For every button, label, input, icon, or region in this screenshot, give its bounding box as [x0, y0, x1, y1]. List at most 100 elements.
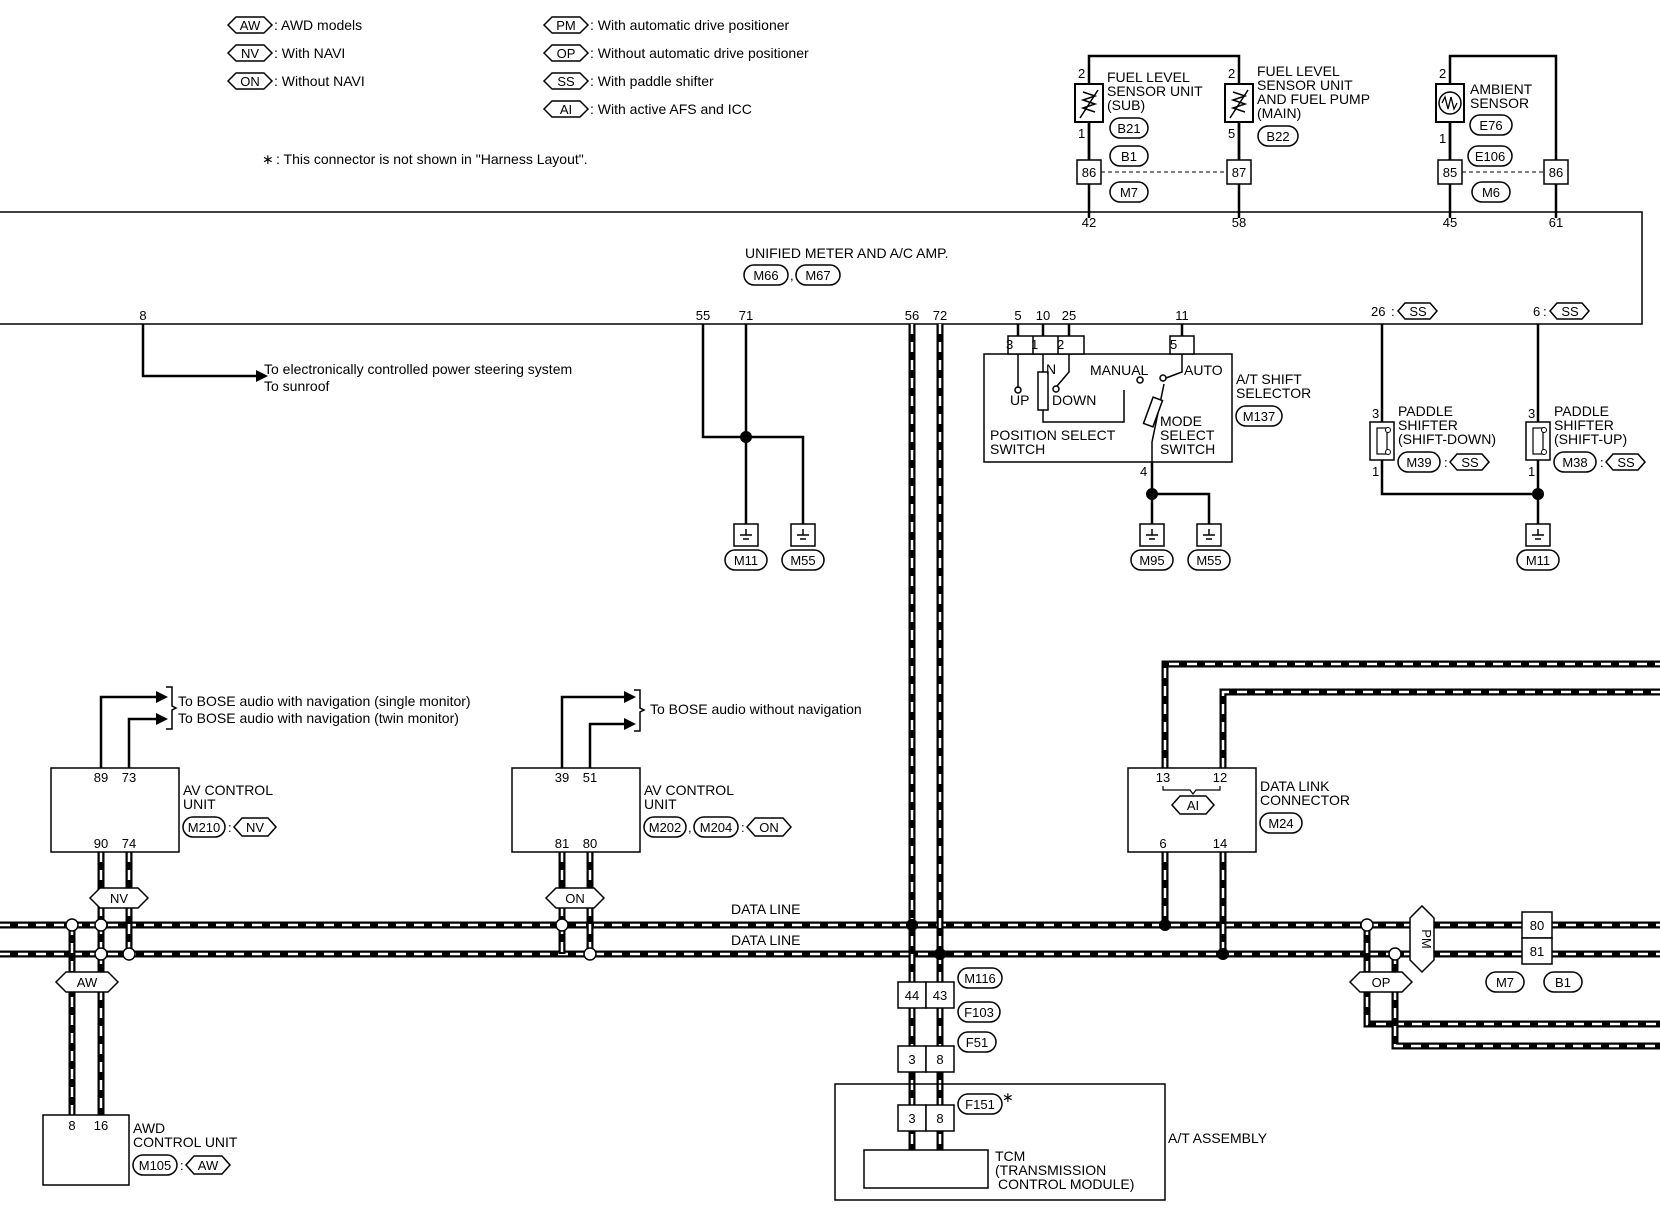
svg-text:B22: B22 — [1266, 129, 1289, 144]
svg-text:M137: M137 — [1243, 409, 1276, 424]
svg-text:DATA LINK: DATA LINK — [1260, 778, 1330, 794]
svg-text:M116: M116 — [964, 971, 996, 986]
svg-text:F151: F151 — [965, 1097, 995, 1112]
asterisk-icon: ∗ — [262, 151, 274, 167]
svg-text::: : — [1391, 304, 1395, 319]
svg-text:SWITCH: SWITCH — [1160, 441, 1215, 457]
svg-text:61: 61 — [1549, 215, 1563, 230]
svg-text:AUTO: AUTO — [1184, 362, 1223, 378]
fuel-main-labels: 2 5 FUEL LEVEL SENSOR UNIT AND FUEL PUMP… — [1228, 63, 1370, 147]
svg-text:CONTROL MODULE): CONTROL MODULE) — [998, 1176, 1134, 1192]
svg-text:1: 1 — [1372, 464, 1379, 479]
svg-text:OP: OP — [557, 46, 576, 61]
svg-text:B21: B21 — [1117, 121, 1140, 136]
svg-text:11: 11 — [1175, 308, 1189, 323]
svg-text:86: 86 — [1549, 165, 1563, 180]
fuel-joint-connector: B1 M7 86 87 — [1082, 145, 1246, 203]
svg-text:55: 55 — [696, 308, 710, 323]
svg-text:UNIFIED METER AND A/C AMP.: UNIFIED METER AND A/C AMP. — [745, 245, 949, 261]
svg-text:CONNECTOR: CONNECTOR — [1260, 792, 1350, 808]
svg-text:AI: AI — [1187, 798, 1199, 813]
svg-text::: : — [741, 820, 745, 835]
svg-text::: : — [180, 1158, 184, 1173]
svg-text:AW: AW — [77, 975, 98, 990]
fuel-sub-labels: 2 1 FUEL LEVEL SENSOR UNIT (SUB) B21 — [1078, 66, 1203, 141]
svg-text:M39: M39 — [1406, 455, 1431, 470]
svg-text::: : — [1444, 455, 1448, 470]
legend-item-pm: PM : With automatic drive positioner — [542, 16, 790, 34]
svg-text:8: 8 — [139, 308, 146, 323]
svg-text:AI: AI — [560, 102, 572, 117]
svg-text:To electronically controlled p: To electronically controlled power steer… — [264, 361, 572, 377]
svg-text:80: 80 — [583, 836, 597, 851]
data-link-connector: 13 12 AI 6 14 DATA LINK CONNECTOR M24 — [1127, 767, 1350, 853]
svg-text:25: 25 — [1062, 308, 1076, 323]
asterisk-icon: ∗ — [1002, 1089, 1014, 1105]
svg-text:: With paddle shifter: : With paddle shifter — [590, 73, 714, 89]
ground-m55-left: M55 — [781, 523, 825, 571]
svg-text:E106: E106 — [1475, 149, 1505, 164]
svg-text:3: 3 — [908, 1052, 915, 1067]
svg-text:To BOSE audio with navigation: To BOSE audio with navigation (single mo… — [178, 693, 471, 709]
data-splices — [65, 918, 1402, 961]
svg-text:SWITCH: SWITCH — [990, 441, 1045, 457]
svg-text:TCM: TCM — [995, 1148, 1025, 1164]
svg-text:2: 2 — [1078, 66, 1085, 81]
svg-text:ON: ON — [240, 74, 260, 89]
svg-text:PADDLE: PADDLE — [1554, 403, 1609, 419]
svg-text:26: 26 — [1371, 304, 1385, 319]
svg-text:45: 45 — [1443, 215, 1457, 230]
svg-text:M7: M7 — [1496, 975, 1514, 990]
svg-text:: AWD models: : AWD models — [274, 17, 362, 33]
svg-text:1: 1 — [1439, 131, 1446, 146]
svg-text:SS: SS — [1561, 304, 1579, 319]
svg-text:SENSOR UNIT: SENSOR UNIT — [1107, 83, 1203, 99]
svg-text:13: 13 — [1156, 770, 1170, 785]
bose-nav-route: To BOSE audio with navigation (single mo… — [99, 686, 471, 768]
svg-text:89: 89 — [94, 770, 108, 785]
svg-text:42: 42 — [1082, 215, 1096, 230]
svg-text:DATA LINE: DATA LINE — [731, 901, 801, 917]
svg-text:NV: NV — [241, 46, 259, 61]
svg-text:SELECT: SELECT — [1160, 427, 1215, 443]
svg-text:M202: M202 — [649, 820, 682, 835]
svg-text:2: 2 — [1057, 337, 1064, 352]
svg-text:8: 8 — [936, 1052, 943, 1067]
svg-text:1: 1 — [1078, 126, 1085, 141]
svg-text:6: 6 — [1159, 836, 1166, 851]
svg-text:M55: M55 — [1196, 553, 1221, 568]
svg-text:58: 58 — [1232, 215, 1246, 230]
svg-text:,: , — [688, 820, 692, 835]
svg-text:90: 90 — [94, 836, 108, 851]
svg-text:10: 10 — [1036, 308, 1050, 323]
svg-text:71: 71 — [739, 308, 753, 323]
svg-text:(MAIN): (MAIN) — [1257, 105, 1301, 121]
selector-grounds: M95 M55 — [1130, 488, 1231, 571]
at-assembly: 3 8 F151 ∗ TCM (TRANSMISSION CONTROL MOD… — [834, 1083, 1268, 1201]
svg-text:MODE: MODE — [1160, 413, 1202, 429]
data-lines — [0, 324, 1660, 1150]
svg-text:OP: OP — [1372, 975, 1391, 990]
svg-text:DATA LINE: DATA LINE — [731, 932, 801, 948]
svg-text:M55: M55 — [790, 553, 815, 568]
svg-text:86: 86 — [1082, 165, 1096, 180]
av-control-unit-no-nav: 39 51 81 80 AV CONTROL UNIT M202 , M204 … — [511, 767, 793, 853]
tcm-route-connectors: 44 43 M116 F103 F51 3 8 — [897, 967, 1003, 1073]
svg-text:SHIFTER: SHIFTER — [1554, 417, 1614, 433]
svg-text:SS: SS — [1409, 304, 1427, 319]
svg-text:: Without automatic drive posi: : Without automatic drive positioner — [590, 45, 809, 61]
svg-text:(SHIFT-UP): (SHIFT-UP) — [1554, 431, 1627, 447]
svg-text:M24: M24 — [1268, 816, 1293, 831]
svg-text:6: 6 — [1533, 304, 1540, 319]
svg-text:NV: NV — [246, 820, 264, 835]
svg-text:PM: PM — [556, 18, 576, 33]
svg-text:80: 80 — [1530, 918, 1544, 933]
bose-no-nav-route: To BOSE audio without navigation — [560, 689, 862, 768]
svg-text:DOWN: DOWN — [1052, 392, 1096, 408]
svg-text::: : — [1543, 304, 1547, 319]
svg-text:PM: PM — [1419, 929, 1434, 949]
svg-text:CONTROL UNIT: CONTROL UNIT — [133, 1134, 238, 1150]
svg-text:72: 72 — [933, 308, 947, 323]
svg-text:SELECTOR: SELECTOR — [1236, 385, 1311, 401]
